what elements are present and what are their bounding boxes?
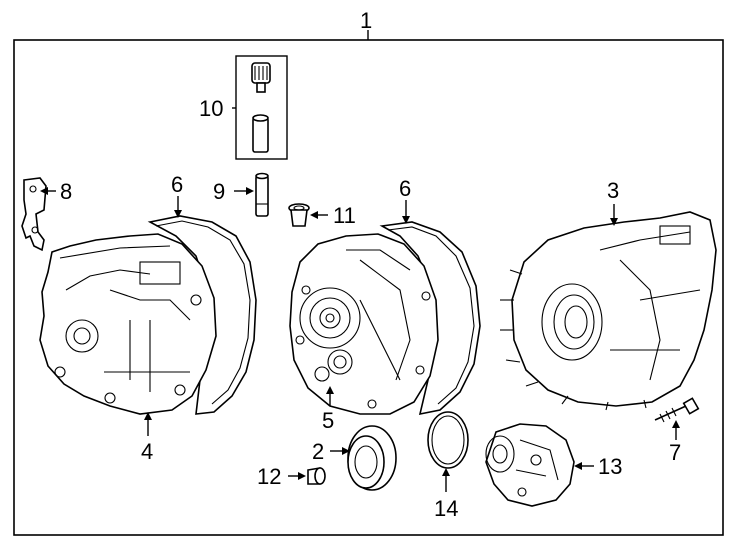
ring-icon (427, 411, 469, 469)
callout-6a: 6 (171, 172, 183, 197)
housing-center-group: 5 6 (289, 176, 481, 433)
callout-7: 7 (669, 440, 681, 465)
housing-right-group: 3 (500, 178, 717, 411)
bracket-group: 8 (21, 177, 72, 252)
callout-4: 4 (141, 439, 153, 464)
callout-3: 3 (607, 178, 619, 203)
callout-2: 2 (312, 439, 324, 464)
bolt-icon (654, 397, 700, 423)
callout-12: 12 (257, 464, 281, 489)
tube-group: 9 (213, 172, 269, 217)
callout-11: 11 (333, 203, 356, 228)
plug-icon (307, 467, 326, 485)
bracket-icon (21, 177, 47, 252)
housing-right-icon (500, 211, 717, 411)
callout-1: 1 (360, 8, 372, 33)
plug-kit-group: 10 (199, 55, 288, 160)
cap-group: 11 (288, 203, 356, 228)
housing-center-icon (289, 233, 439, 415)
callout-5: 5 (322, 408, 334, 433)
tube-icon (255, 172, 269, 217)
callout-9: 9 (213, 179, 225, 204)
callout-13: 13 (598, 454, 622, 479)
seal-icon (347, 425, 397, 491)
plug-group: 12 (257, 464, 326, 489)
callout-6b: 6 (399, 176, 411, 201)
differential-icon (485, 423, 575, 507)
callout-10: 10 (199, 96, 223, 121)
plug-kit-cap-icon (251, 62, 271, 93)
callout-8: 8 (60, 179, 72, 204)
ring-group: 14 (427, 411, 469, 521)
case-icon (39, 233, 217, 415)
cap-icon (288, 203, 310, 227)
seal-group: 2 (312, 425, 397, 491)
bolt-group: 7 (654, 397, 700, 465)
differential-group: 13 (485, 423, 622, 507)
callout-14: 14 (434, 496, 458, 521)
plug-kit-sleeve-icon (252, 114, 269, 153)
case-group: 4 6 (39, 172, 257, 464)
